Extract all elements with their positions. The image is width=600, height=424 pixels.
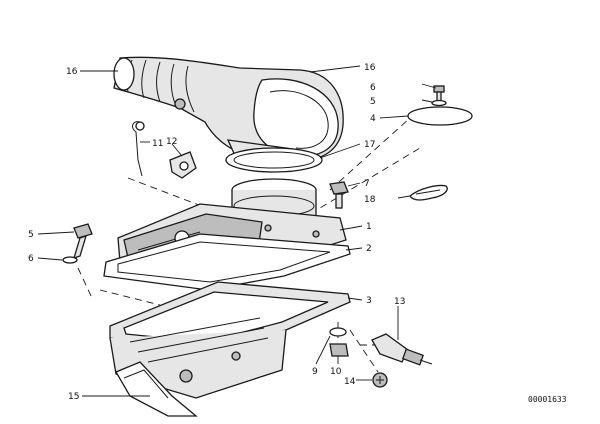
callout-7: 7	[364, 179, 370, 189]
callout-10: 10	[330, 367, 342, 377]
callout-6-left: 6	[28, 254, 34, 264]
callout-5-top: 5	[370, 97, 376, 107]
intake-boot-part-16	[113, 56, 344, 161]
clip-part-18	[409, 184, 448, 201]
screw-part-14	[372, 372, 388, 388]
seal-ring-part-17	[225, 147, 323, 173]
callout-12: 12	[166, 137, 177, 147]
callout-9: 9	[312, 367, 318, 377]
callout-15: 15	[68, 392, 79, 402]
clamp-part-12	[169, 151, 197, 179]
bolt-and-washer-left	[62, 223, 93, 264]
callout-6-top: 6	[370, 83, 376, 93]
callout-5-left: 5	[28, 230, 34, 240]
callout-labels: 16 16 6 5 4 11 12 17 7 18 5 6 1 2 3 13 9…	[28, 63, 405, 402]
document-number: 00001633	[528, 395, 567, 404]
callout-13: 13	[394, 297, 405, 307]
callout-1: 1	[366, 222, 372, 232]
wire-part-11	[132, 121, 145, 177]
callout-4: 4	[370, 114, 376, 124]
callout-3: 3	[366, 296, 372, 306]
screw-and-washer-top	[431, 85, 447, 107]
callout-18: 18	[364, 195, 376, 205]
callout-16-left: 16	[66, 67, 78, 77]
callout-2: 2	[366, 244, 372, 254]
sensor-part-13	[371, 333, 433, 366]
callout-16-right: 16	[364, 63, 376, 73]
callout-17: 17	[364, 140, 375, 150]
gasket-part-2	[103, 233, 351, 291]
bolt-part-7	[329, 181, 349, 209]
callout-11: 11	[152, 139, 163, 149]
round-plate-part-4	[407, 106, 473, 126]
callout-leader-lines	[37, 65, 437, 397]
callout-14: 14	[344, 377, 356, 387]
nuts-part-9-10	[329, 327, 349, 357]
